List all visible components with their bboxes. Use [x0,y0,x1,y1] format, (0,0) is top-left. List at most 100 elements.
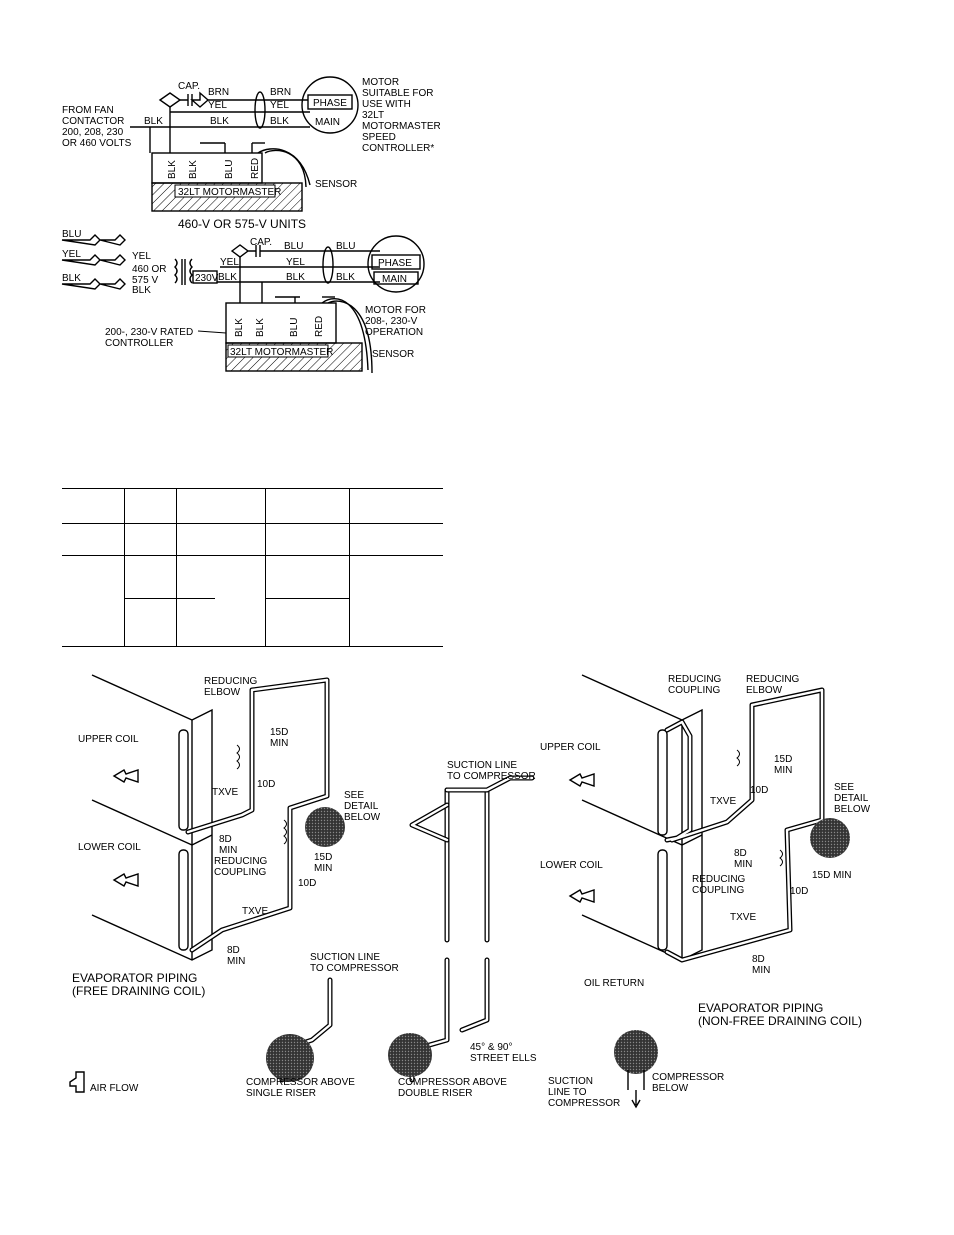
right-txve-lower: TXVE [730,912,756,923]
right-upper-coil: UPPER COIL [540,742,601,753]
right-lower-coil: LOWER COIL [540,860,603,871]
right-title: EVAPORATOR PIPING(NON-FREE DRAINING COIL… [698,1001,862,1028]
airflow-legend: AIR FLOW [90,1083,139,1094]
right-10d-lower: 10D [790,886,808,897]
b-terminal-blu: BLU [289,318,300,337]
b-wire-blk-3: BLK [336,272,355,283]
controller-label: 32LT MOTORMASTER [178,187,281,198]
sensor-lead [257,148,311,186]
main-label: MAIN [315,117,340,128]
cap-label: CAP. [178,81,200,92]
motor-circle-2 [367,235,425,293]
street-ells: 45° & 90°STREET ELLS [470,1042,537,1064]
oil-return: OIL RETURN [584,978,644,989]
capacitor [180,91,210,108]
main-label-2: MAIN [382,274,407,285]
wire-yel-label-2: YEL [270,100,289,111]
terminal-blk: BLK [167,160,178,179]
b-wire-blu: BLU [284,241,303,252]
detail-circle [305,807,345,847]
right-15d-lower: 15D MIN [812,870,851,881]
b-terminal-blk-2: BLK [255,318,266,337]
wire-yel-label: YEL [208,100,227,111]
left-blk: BLK [62,273,81,284]
terminal-blu: BLU [224,160,235,179]
sensor-label-2: SENSOR [372,349,414,360]
xfmr-secondary: 230V [195,273,219,284]
controller-label-2: 32LT MOTORMASTER [230,347,333,358]
b-terminal-blk: BLK [234,318,245,337]
b-wire-yel-2: YEL [286,257,305,268]
airflow-legend-icon [69,1071,85,1093]
b-wire-blu-2: BLU [336,241,355,252]
wire-brn-label: BRN [208,87,229,98]
left-10d-lower: 10D [298,878,316,889]
cable-bundle [254,91,266,129]
empty-table [62,488,443,647]
right-txve: TXVE [710,796,736,807]
left-txve-lower: TXVE [242,906,268,917]
wire-blk-label-3: BLK [270,116,289,127]
left-yel: YEL [62,249,81,260]
b-wire-yel: YEL [220,257,239,268]
left-upper-coil: UPPER COIL [78,734,139,745]
motor-circle [301,76,359,134]
left-10d: 10D [257,779,275,790]
cap-label-2: CAP. [250,237,272,248]
wire-brn-label-2: BRN [270,87,291,98]
xfmr-blk: BLK [132,285,151,296]
sensor-label: SENSOR [315,179,357,190]
left-txve: TXVE [212,787,238,798]
airflow-arrow-icon [112,769,139,783]
b-wire-blk-2: BLK [286,272,305,283]
right-10d: 10D [750,785,768,796]
b-wire-blk: BLK [218,272,237,283]
terminal-blk-2: BLK [188,160,199,179]
heading-460-575: 460-V OR 575-V UNITS [178,217,306,231]
phase-label: PHASE [313,98,347,109]
terminal-diamond [158,92,182,108]
left-lower-coil: LOWER COIL [78,842,141,853]
left-title: EVAPORATOR PIPING(FREE DRAINING COIL) [72,971,205,998]
terminal-red: RED [250,158,261,179]
xfmr-yel: YEL [132,251,151,262]
phase-winding [307,94,353,110]
phase-label-2: PHASE [378,258,412,269]
left-blu: BLU [62,229,81,240]
b-terminal-red: RED [314,316,325,337]
wire-blk-label: BLK [144,116,163,127]
wire-blk-label-2: BLK [210,116,229,127]
transformer [174,258,193,285]
